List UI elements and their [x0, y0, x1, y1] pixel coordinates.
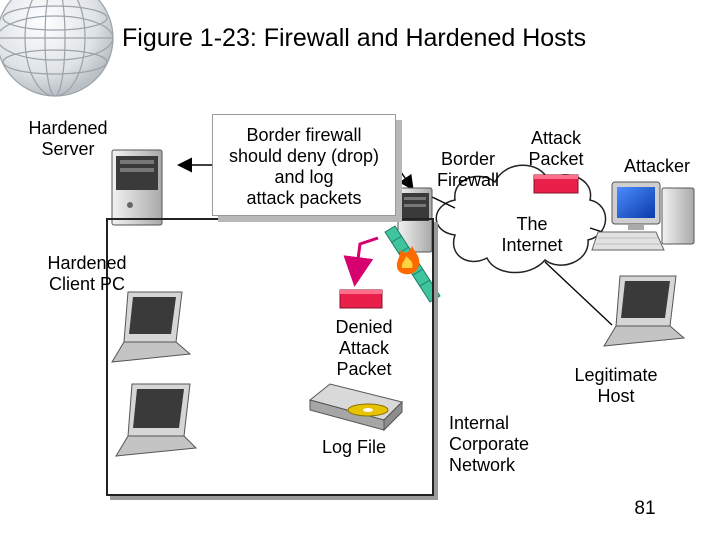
log-file-drive-icon — [308, 383, 403, 432]
border-firewall-label: Border Firewall — [436, 149, 499, 190]
attack-packet-label: Attack Packet — [528, 128, 584, 169]
internal-network-label: Internal Corporate Network — [449, 413, 530, 475]
denied-attack-packet-icon — [339, 289, 383, 309]
border-firewall-server-icon — [397, 187, 433, 253]
internal-network-boundary — [106, 218, 434, 496]
log-file-label: Log File — [321, 437, 387, 457]
link-internet-legit-host — [544, 261, 613, 326]
hardened-server-label: Hardened Server — [28, 118, 108, 159]
globe-logo-icon — [0, 0, 114, 97]
legitimate-host-laptop-icon — [603, 275, 686, 347]
legitimate-host-label: Legitimate Host — [574, 365, 658, 406]
client-laptop-icon — [115, 383, 198, 457]
internet-label: The Internet — [501, 214, 563, 255]
callout-arrow-firewall — [395, 164, 414, 191]
hardened-client-label: Hardened Client PC — [47, 253, 127, 294]
attack-packet-icon — [533, 174, 579, 194]
page-title: Figure 1-23: Firewall and Hardened Hosts — [122, 24, 587, 52]
attacker-computer-icon — [591, 181, 695, 251]
page-number: 81 — [634, 498, 656, 519]
hardened-client-laptop-icon — [111, 291, 192, 363]
firewall-callout: Border firewall should deny (drop) and l… — [212, 114, 396, 216]
denied-packet-arrow — [343, 236, 379, 287]
denied-packet-label: Denied Attack Packet — [335, 317, 393, 379]
attacker-label: Attacker — [623, 156, 691, 176]
flame-icon — [396, 246, 420, 275]
hardened-server-icon — [111, 149, 163, 226]
link-firewall-internet — [429, 195, 456, 209]
